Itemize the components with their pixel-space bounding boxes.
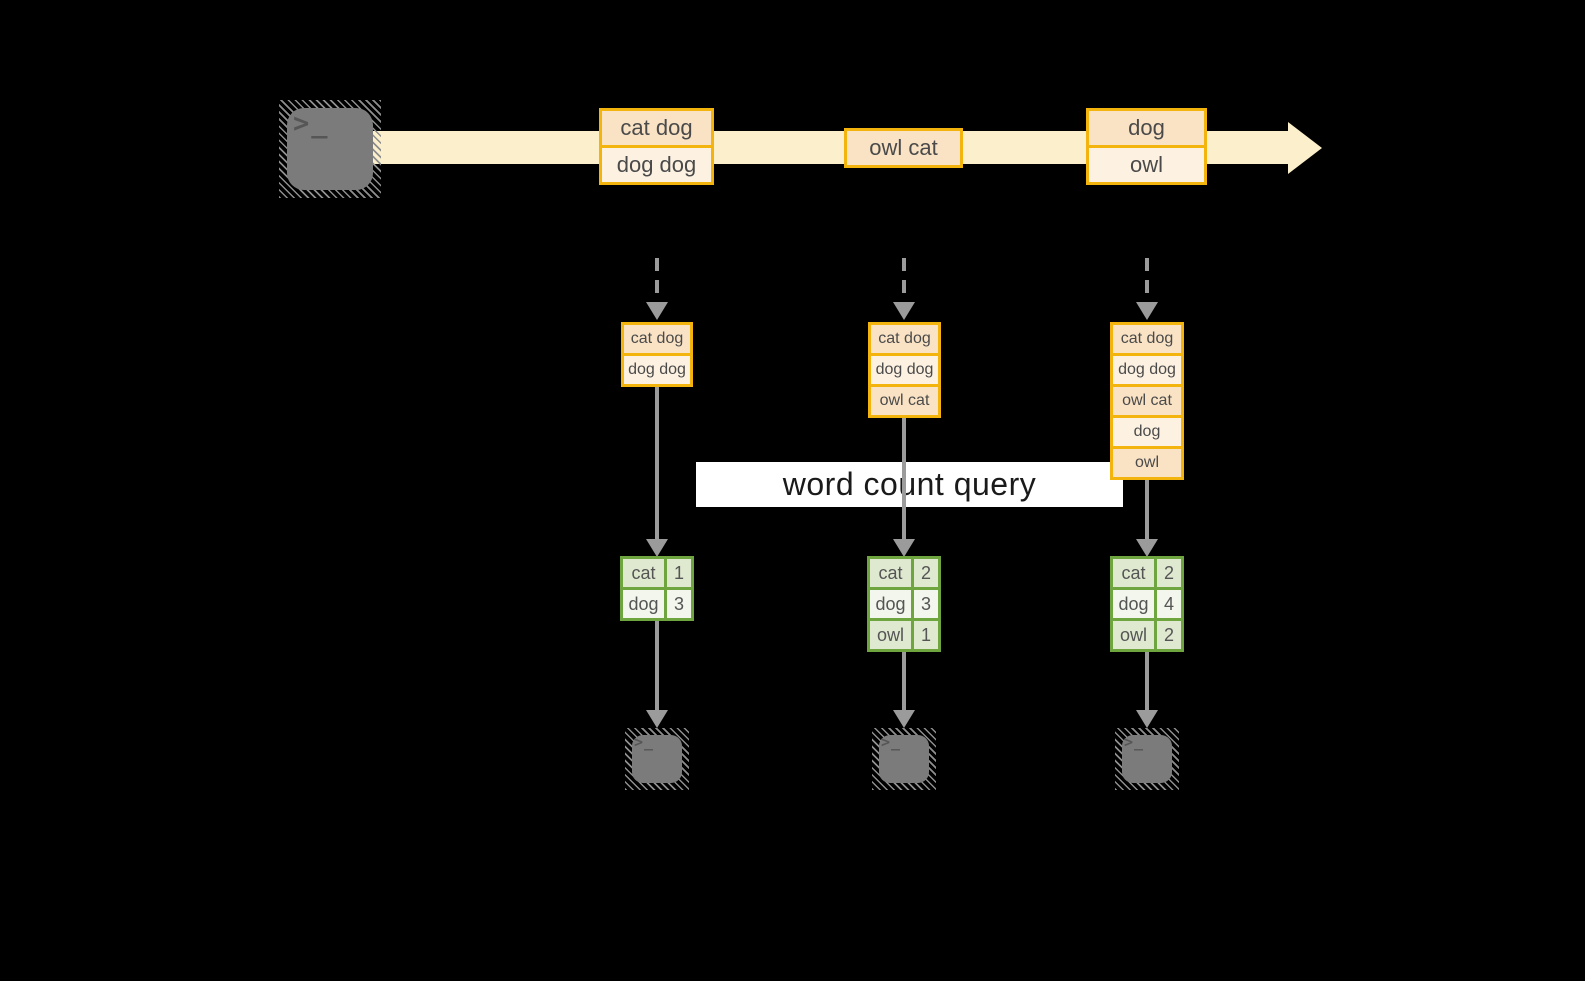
- count-table-3: cat 2 dog 4 owl 2: [1110, 556, 1184, 652]
- terminal-prompt-icon: >_: [881, 733, 902, 751]
- count-value-cell: 2: [1157, 559, 1181, 587]
- count-word-cell: cat: [623, 559, 664, 587]
- count-value-cell: 4: [1157, 590, 1181, 618]
- snapshot-box-3: cat dog dog dog owl cat dog owl: [1110, 322, 1184, 480]
- count-value-cell: 3: [914, 590, 938, 618]
- count-value-cell: 1: [914, 621, 938, 649]
- terminal-prompt-icon: >_: [634, 733, 655, 751]
- terminal-prompt-icon: >_: [1124, 733, 1145, 751]
- stream-event-line: cat dog: [602, 111, 711, 145]
- ingest-arrowhead-icon: [1136, 302, 1158, 320]
- snapshot-box-1: cat dog dog dog: [621, 322, 693, 387]
- process-arrowhead-icon: [646, 539, 668, 557]
- ingest-arrow: [1145, 258, 1149, 302]
- sink-terminal-icon: >_: [1115, 728, 1179, 790]
- terminal-screen: [287, 108, 373, 190]
- ingest-arrowhead-icon: [893, 302, 915, 320]
- count-word-cell: dog: [1113, 590, 1154, 618]
- count-value-cell: 2: [1157, 621, 1181, 649]
- output-arrow: [655, 621, 659, 710]
- count-table-2: cat 2 dog 3 owl 1: [867, 556, 941, 652]
- output-arrow: [1145, 652, 1149, 710]
- snapshot-line: owl cat: [1113, 387, 1181, 415]
- output-arrow: [902, 652, 906, 710]
- count-word-cell: dog: [623, 590, 664, 618]
- ingest-arrow: [655, 258, 659, 302]
- output-arrowhead-icon: [893, 710, 915, 728]
- process-arrow: [902, 418, 906, 540]
- stream-event-line: dog dog: [602, 148, 711, 182]
- stream-event-line: owl: [1089, 148, 1204, 182]
- snapshot-line: cat dog: [871, 325, 938, 353]
- count-table-1: cat 1 dog 3: [620, 556, 694, 621]
- snapshot-line: owl cat: [871, 387, 938, 415]
- process-arrow: [1145, 480, 1149, 540]
- stream-event-line: dog: [1089, 111, 1204, 145]
- query-band: word count query: [696, 462, 1123, 507]
- count-value-cell: 2: [914, 559, 938, 587]
- count-word-cell: cat: [1113, 559, 1154, 587]
- snapshot-line: owl: [1113, 449, 1181, 477]
- process-arrowhead-icon: [1136, 539, 1158, 557]
- process-arrowhead-icon: [893, 539, 915, 557]
- query-label: word count query: [782, 466, 1037, 502]
- snapshot-line: dog dog: [871, 356, 938, 384]
- count-value-cell: 3: [667, 590, 691, 618]
- output-arrowhead-icon: [1136, 710, 1158, 728]
- ingest-arrow: [902, 258, 906, 302]
- stream-arrowhead-icon: [1288, 122, 1322, 174]
- snapshot-line: dog: [1113, 418, 1181, 446]
- stream-event-box-2: owl cat: [844, 128, 963, 168]
- terminal-screen: [632, 735, 682, 783]
- snapshot-box-2: cat dog dog dog owl cat: [868, 322, 941, 418]
- count-value-cell: 1: [667, 559, 691, 587]
- stream-event-box-3: dog owl: [1086, 108, 1207, 185]
- stream-event-box-1: cat dog dog dog: [599, 108, 714, 185]
- count-word-cell: owl: [870, 621, 911, 649]
- terminal-prompt-icon: >_: [293, 108, 330, 139]
- sink-terminal-icon: >_: [872, 728, 936, 790]
- snapshot-line: dog dog: [624, 356, 690, 384]
- terminal-screen: [1122, 735, 1172, 783]
- count-word-cell: dog: [870, 590, 911, 618]
- sink-terminal-icon: >_: [625, 728, 689, 790]
- count-word-cell: cat: [870, 559, 911, 587]
- stream-event-line: owl cat: [847, 131, 960, 165]
- snapshot-line: cat dog: [624, 325, 690, 353]
- process-arrow: [655, 387, 659, 540]
- ingest-arrowhead-icon: [646, 302, 668, 320]
- terminal-screen: [879, 735, 929, 783]
- snapshot-line: cat dog: [1113, 325, 1181, 353]
- source-terminal-icon: >_: [279, 100, 381, 198]
- snapshot-line: dog dog: [1113, 356, 1181, 384]
- count-word-cell: owl: [1113, 621, 1154, 649]
- output-arrowhead-icon: [646, 710, 668, 728]
